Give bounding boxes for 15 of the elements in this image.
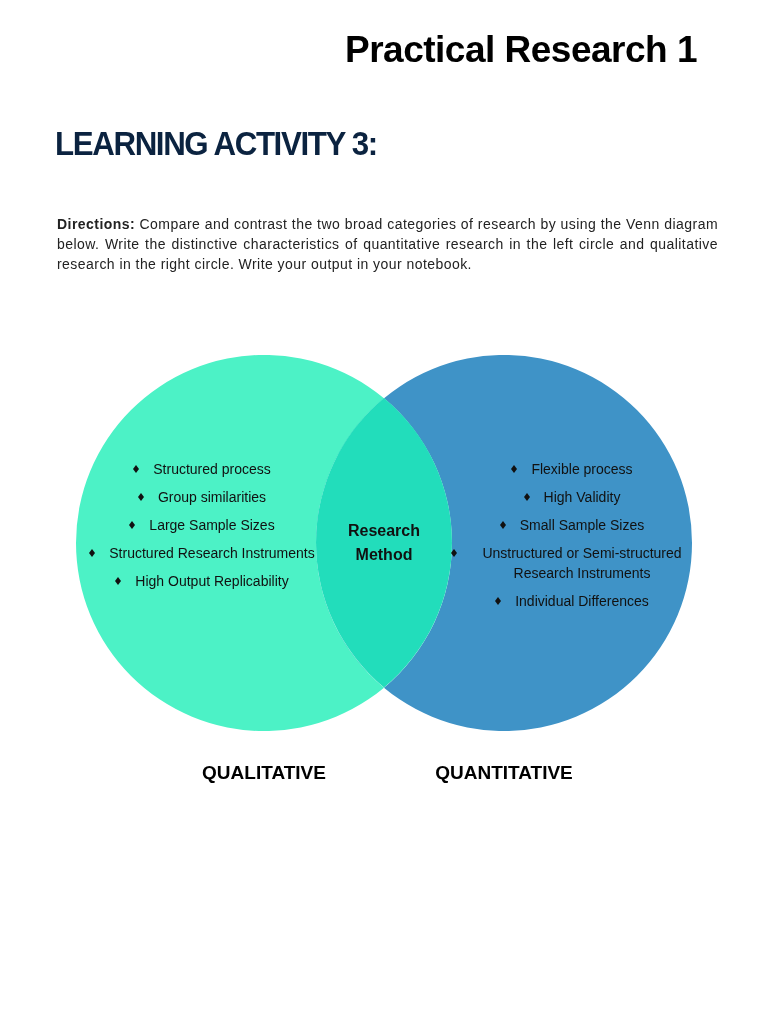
list-item: Group similarities [157,488,267,507]
list-item: High Output Replicability [135,572,289,591]
list-item: Unstructured or Semi-structured Research Instruments [481,544,683,583]
page-header: Practical Research 1 [345,28,697,72]
list-item: Flexible process [531,460,633,479]
list-item: Small Sample Sizes [519,516,645,535]
list-item: High Validity [543,488,621,507]
list-item: Large Sample Sizes [149,516,275,535]
list-item: Structured process [153,460,271,479]
list-item: Structured Research Instruments [109,544,315,563]
list-item: Individual Differences [515,592,649,611]
overlap-label: Research Method [346,521,421,565]
activity-title: LEARNING ACTIVITY 3: [55,123,377,164]
directions-paragraph: Directions: Compare and contrast the two broad categories of research by using the Venn diagram below. Write the distinctive characteristics of quantitative research in the left circle and qualitative research in the right circle. Write your output in your notebook. [57,215,718,274]
overlap-region [316,398,452,688]
